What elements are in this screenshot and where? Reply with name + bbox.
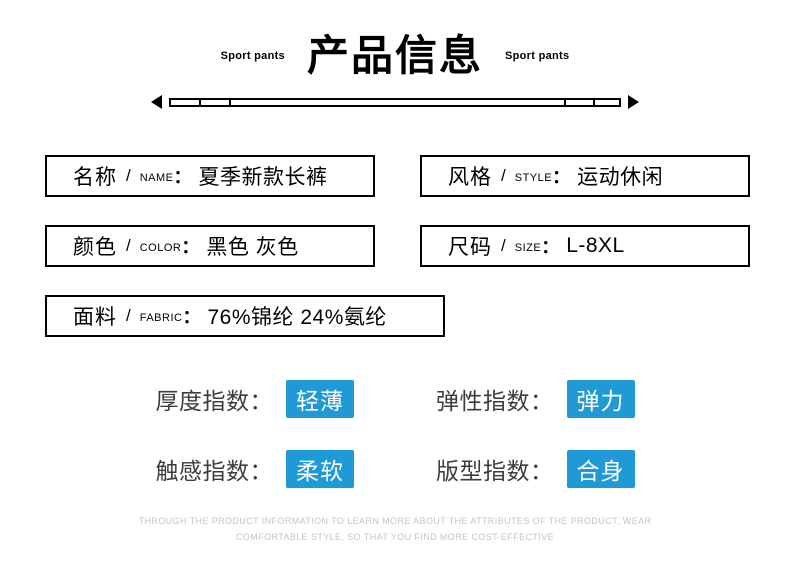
separator-colon: ： [541,237,560,257]
attr-label: 版型指数： [436,458,554,484]
attr-touch: 触感指数： 柔软 [155,450,354,488]
field-label-en: STYLE [514,171,553,184]
field-label-en: SIZE [514,241,542,254]
field-label-cn: 颜色 [73,236,117,259]
info-box-name: 名称 / NAME ： 夏季新款长裤 [45,155,375,197]
separator-slash: / [501,166,506,185]
left-arrow-icon [151,95,162,109]
divider-tick [199,99,201,105]
attr-badge: 弹力 [566,380,635,418]
field-label-en: COLOR [139,241,182,254]
separator-slash: / [126,306,131,325]
footer-line-2: COMFORTABLE STYLE, SO THAT YOU FIND MORE… [235,532,555,542]
page-title: 产品信息 [306,32,483,79]
info-box-fabric: 面料 / FABRIC ： 76%锦纶 24%氨纶 [45,295,445,337]
attr-badge: 合身 [566,450,635,488]
field-value: 夏季新款长裤 [198,166,328,189]
field-label-cn: 面料 [73,306,117,329]
attr-badge: 轻薄 [286,380,354,418]
field-label-en: NAME [139,171,174,184]
field-value: L-8XL [566,234,625,257]
footer-line-1: THROUGH THE PRODUCT INFORMATION TO LEARN… [138,516,652,526]
separator-slash: / [126,236,131,255]
info-box-size: 尺码 / SIZE ： L-8XL [420,225,750,267]
separator-colon: ： [182,307,201,327]
attr-elasticity: 弹性指数： 弹力 [436,380,635,418]
subtitle-left: Sport pants [220,50,285,63]
box-row-3: 面料 / FABRIC ： 76%锦纶 24%氨纶 [45,295,750,337]
attr-label: 触感指数： [155,458,273,484]
separator-slash: / [501,236,506,255]
attr-fit: 版型指数： 合身 [436,450,635,488]
field-value: 76%锦纶 24%氨纶 [207,306,387,329]
divider [0,95,790,109]
attr-label: 弹性指数： [436,388,554,414]
separator-colon: ： [181,237,200,257]
footer-note: THROUGH THE PRODUCT INFORMATION TO LEARN… [0,513,790,545]
attr-badge: 柔软 [286,450,354,488]
right-arrow-icon [628,95,639,109]
field-label-cn: 风格 [448,166,492,189]
divider-bar [169,97,621,107]
separator-colon: ： [552,167,571,187]
divider-tick [564,99,566,105]
info-box-color: 颜色 / COLOR ： 黑色 灰色 [45,225,375,267]
separator-colon: ： [173,167,192,187]
attribute-indexes: 厚度指数： 轻薄 弹性指数： 弹力 触感指数： 柔软 版型指数： 合身 [0,380,790,488]
separator-slash: / [126,166,131,185]
subtitle-right: Sport pants [505,50,570,63]
field-label-cn: 尺码 [448,236,492,259]
field-value: 黑色 灰色 [206,236,299,259]
attr-row-1: 厚度指数： 轻薄 弹性指数： 弹力 [0,380,790,418]
info-box-style: 风格 / STYLE ： 运动休闲 [420,155,750,197]
divider-tick [593,99,595,105]
attr-label: 厚度指数： [155,388,273,414]
header: Sport pants 产品信息 Sport pants [0,32,790,79]
attr-row-2: 触感指数： 柔软 版型指数： 合身 [0,450,790,488]
field-label-en: FABRIC [139,311,183,324]
divider-tick [229,99,231,105]
box-row-2: 颜色 / COLOR ： 黑色 灰色 尺码 / SIZE ： L-8XL [45,225,750,267]
box-row-1: 名称 / NAME ： 夏季新款长裤 风格 / STYLE ： 运动休闲 [45,155,750,197]
attr-thickness: 厚度指数： 轻薄 [155,380,354,418]
info-boxes: 名称 / NAME ： 夏季新款长裤 风格 / STYLE ： 运动休闲 颜色 … [45,155,750,365]
field-label-cn: 名称 [73,166,117,189]
field-value: 运动休闲 [577,166,664,189]
